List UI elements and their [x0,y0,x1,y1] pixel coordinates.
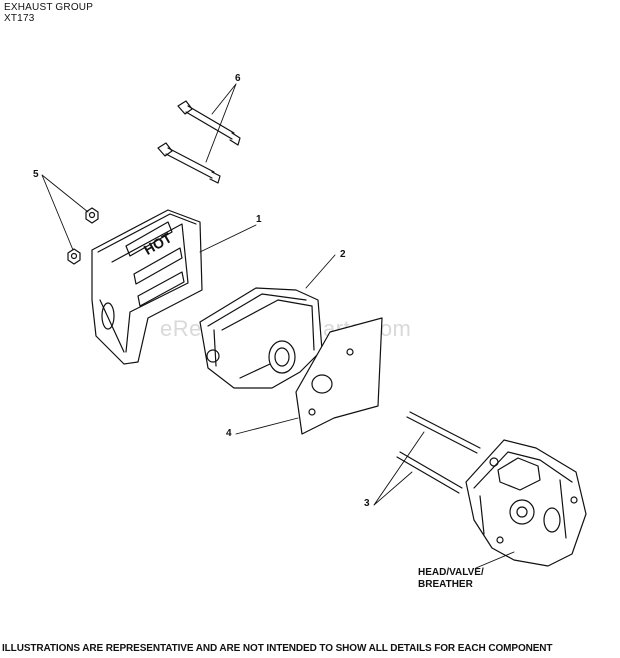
callout-1: 1 [256,214,262,225]
bolt-lower [157,142,221,184]
cylinder-head [465,439,587,567]
engine-label-line-1: HEAD/VALVE/ [418,567,484,578]
leader-4 [235,417,299,435]
nut-lower [67,248,81,265]
callout-6: 6 [235,73,241,84]
callout-3: 3 [364,498,370,509]
footer-disclaimer: ILLUSTRATIONS ARE REPRESENTATIVE AND ARE… [2,643,553,654]
model-code: XT173 [4,13,35,24]
leader-1 [199,224,257,253]
dowel-pins [396,411,481,494]
leader-engine [475,551,515,569]
nut-upper [85,207,99,224]
callout-5: 5 [33,169,39,180]
muffler [199,287,323,389]
leader-3 [373,431,425,506]
muffler-guard: HOT [91,209,203,365]
callout-2: 2 [340,249,346,260]
gasket [295,317,383,435]
callout-4: 4 [226,428,232,439]
head-valve-breather-label: HEAD/VALVE/ BREATHER [418,567,498,591]
bolt-upper [177,100,241,146]
leader-6 [205,83,237,163]
leader-5 [41,174,89,251]
leader-2 [305,254,336,289]
diagram-title: EXHAUST GROUP [4,2,94,13]
engine-label-line-2: BREATHER [418,579,473,590]
